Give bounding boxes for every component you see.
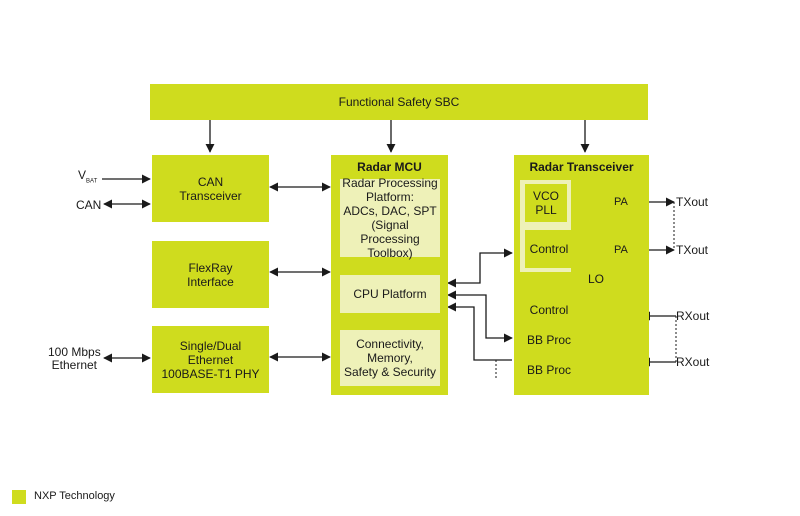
flexray-interface-block: FlexRay Interface: [152, 241, 269, 308]
rx-control-block: Control: [524, 298, 574, 322]
pa-label-1: PA: [614, 196, 628, 208]
radar-mcu-title: Radar MCU: [357, 160, 422, 174]
radar-processing-platform: Radar Processing Platform: ADCs, DAC, SP…: [340, 176, 440, 260]
txout-label-1: TXout: [676, 195, 709, 209]
can-transceiver-block: CAN Transceiver: [152, 155, 269, 222]
vco-pll-block: VCO PLL: [525, 184, 567, 222]
functional-safety-sbc: Functional Safety SBC: [150, 84, 648, 120]
legend-swatch: [12, 490, 26, 504]
can-label: CAN: [76, 198, 102, 212]
cpu-platform: CPU Platform: [340, 275, 440, 313]
lo-label: LO: [588, 272, 605, 286]
rxout-label-1: RXout: [676, 309, 710, 323]
radar-transceiver-title: Radar Transceiver: [529, 160, 634, 174]
bb-proc-block-1: BB Proc: [524, 328, 574, 352]
ethernet-phy-block: Single/Dual Ethernet 100BASE-T1 PHY: [152, 326, 269, 393]
txout-label-2: TXout: [676, 243, 709, 257]
legend-label: NXP Technology: [34, 490, 115, 502]
tx-control-block: Control: [525, 230, 573, 268]
ethernet-label: 100 Mbps Ethernet: [48, 345, 101, 372]
bb-proc-block-2: BB Proc: [524, 358, 574, 382]
rxout-label-2: RXout: [676, 355, 710, 369]
connectivity-memory-safety: Connectivity, Memory, Safety & Security: [340, 330, 440, 386]
vbat-label: VBAT: [78, 168, 98, 185]
pa-label-2: PA: [614, 244, 628, 256]
